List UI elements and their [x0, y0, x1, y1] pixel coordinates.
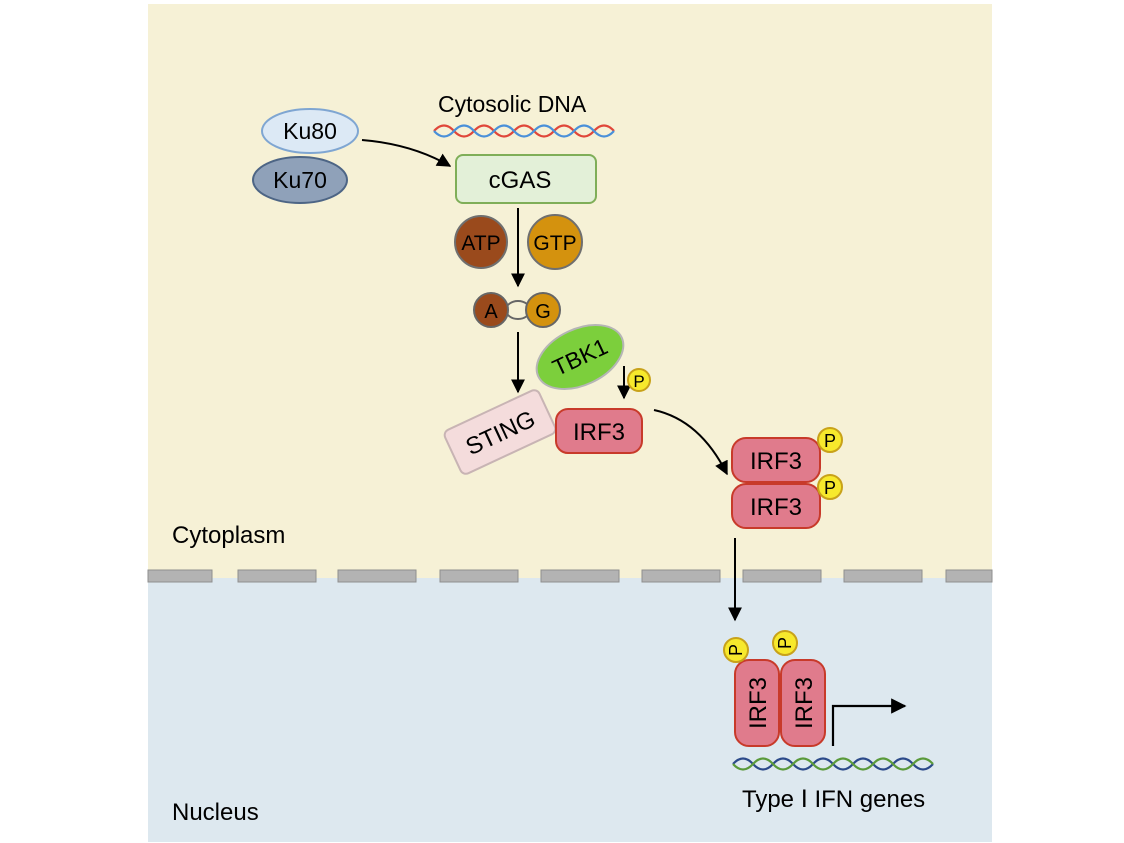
genomic-dna-helix [732, 757, 934, 771]
cgamp-g-label: G [535, 301, 551, 323]
ku80-protein: Ku80 [261, 108, 359, 154]
irf3-nuclear-left-label: IRF3 [745, 677, 772, 729]
transcription-arrow [831, 698, 907, 746]
cytosolic-dna-helix [433, 124, 615, 138]
tbk1-protein: TBK1 [535, 324, 625, 390]
irf3-nuclear-right-label: IRF3 [791, 677, 818, 729]
phosphate-label-dimer-top: P [824, 431, 836, 451]
cgas-protein: cGAS [455, 154, 597, 204]
ku70-label: Ku70 [273, 167, 327, 193]
phosphate-label: P [633, 372, 644, 391]
cgamp-a-label: A [484, 301, 498, 323]
phosphate-label-nuclear-left: P [726, 644, 746, 656]
irf3-dimer-top-label: IRF3 [750, 448, 802, 475]
cytosolic-dna-label: Cytosolic DNA [438, 91, 587, 117]
nucleus-label: Nucleus [172, 799, 259, 826]
ku70-protein: Ku70 [252, 156, 348, 204]
type-i-ifn-genes-label: Type Ⅰ IFN genes [742, 786, 925, 813]
cytoplasm-region [148, 4, 992, 578]
cgas-label: cGAS [489, 167, 552, 194]
nucleus-region [148, 578, 992, 842]
irf3-label: IRF3 [573, 419, 625, 446]
irf3-dimer-nucleus: IRF3 IRF3 P P [723, 630, 826, 747]
irf3-dimer-cytoplasm: IRF3 IRF3 P P [731, 427, 843, 529]
cytoplasm-label: Cytoplasm [172, 522, 285, 549]
arrow-irf3-to-dimer [653, 409, 728, 476]
ku80-label: Ku80 [283, 118, 337, 144]
nuclear-membrane [147, 569, 993, 583]
phosphate-badge: P [627, 368, 651, 392]
phosphate-label-nuclear-right: P [775, 637, 795, 649]
arrow-ku-to-cgas [361, 139, 452, 167]
irf3-dimer-bottom-label: IRF3 [750, 494, 802, 521]
gtp-label: GTP [533, 232, 576, 255]
irf3-protein: IRF3 [555, 408, 643, 454]
atp-molecule: ATP [454, 215, 508, 269]
atp-label: ATP [461, 232, 500, 255]
gtp-molecule: GTP [527, 214, 583, 270]
cgamp-molecule: A G [473, 292, 561, 328]
phosphate-label-dimer-bottom: P [824, 478, 836, 498]
